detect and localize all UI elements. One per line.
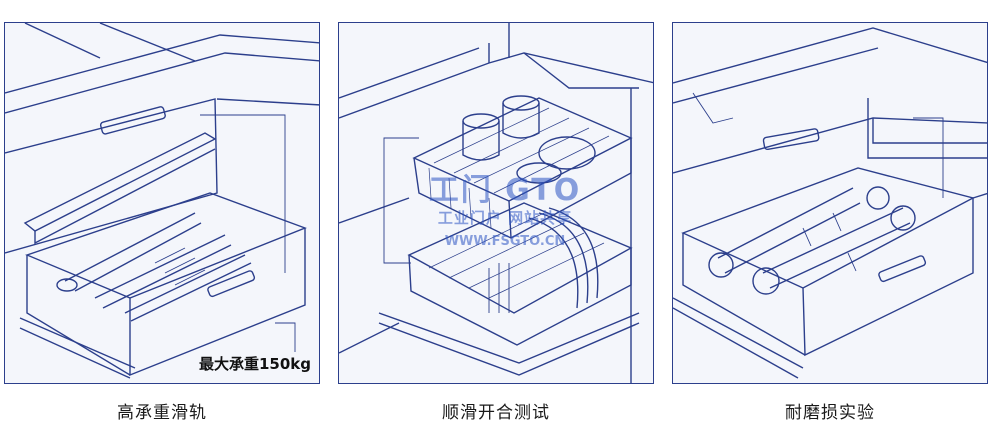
caption-smooth-open-close: 顺滑开合测试: [442, 403, 550, 423]
drawer-pipes-illustration: [673, 27, 987, 379]
caption-wear-resistance: 耐磨损实验: [785, 403, 875, 423]
panel-wear-resistance: [672, 22, 988, 384]
dish-basket-illustration: [339, 23, 653, 383]
drawer-tools-illustration: [5, 23, 319, 379]
caption-heavy-duty-slide: 高承重滑轨: [117, 403, 207, 423]
panel-smooth-open-close: [338, 22, 654, 384]
panel-heavy-duty-slide: 最大承重150kg: [4, 22, 320, 384]
max-load-label: 最大承重150kg: [196, 352, 313, 375]
